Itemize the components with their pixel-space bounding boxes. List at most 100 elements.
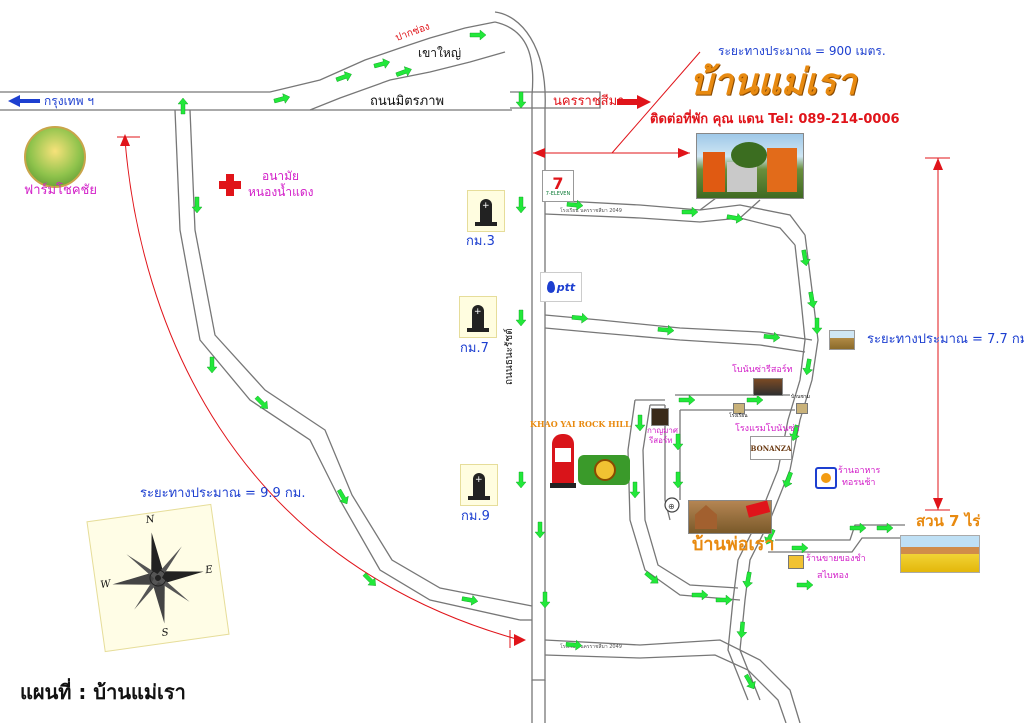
km-post-3-icon (467, 190, 505, 232)
road-label-thanarat: ถนนธนะรัชต์ (504, 328, 515, 385)
direction-arrow-icon (681, 206, 699, 218)
brand-contact: ติดต่อที่พัก คุณ แดน Tel: 089-214-0006 (650, 112, 900, 127)
direction-arrow-icon (742, 571, 754, 589)
rock-hill-mailbox-icon (550, 434, 576, 488)
direction-arrow-icon (177, 97, 189, 115)
road-lower (544, 639, 801, 723)
direction-arrow-icon (811, 317, 823, 335)
place-label-health1: อนามัย (262, 169, 300, 183)
direction-arrow-icon (336, 488, 349, 505)
place-label-baan-phor-rao: บ้านพ่อเรา (692, 534, 775, 555)
left-road-inner (189, 109, 533, 607)
place-label-kanyamas1: กาญมาศ (647, 426, 678, 435)
field-icon (829, 330, 855, 350)
rock-hill-snail-logo (578, 455, 630, 485)
place-label-restaurant2: ทอรนช้า (842, 478, 876, 488)
direction-arrow-icon (876, 522, 894, 534)
direction-arrow-icon (515, 196, 527, 214)
distance-900-label: ระยะทางประมาณ = 900 เมตร. (718, 44, 886, 58)
direction-arrow-icon (736, 621, 748, 639)
direction-arrow-icon (746, 394, 764, 406)
direction-arrow-icon (191, 196, 203, 214)
direction-arrow-icon (534, 521, 546, 539)
direction-arrow-icon (791, 542, 809, 554)
direction-arrow-icon (634, 414, 646, 432)
red-cross-icon (219, 174, 241, 196)
distance-99-label: ระยะทางประมาณ = 9.9 กม. (140, 486, 306, 501)
direction-arrow-icon (273, 93, 291, 104)
direction-arrow-icon (515, 471, 527, 489)
direction-arrow-icon (726, 212, 744, 224)
direction-arrow-icon (672, 433, 684, 451)
baan-mae-rao-photo (696, 133, 804, 199)
direction-arrow-icon (799, 249, 811, 267)
place-label-bonanza-resort: โบนันซ่ารีสอร์ท (732, 365, 793, 375)
compass-w: W (99, 578, 112, 592)
suan-7-rai-photo (900, 535, 980, 573)
place-label-rock-hill: KHAO YAI ROCK HILL (530, 419, 631, 429)
direction-arrow-icon (565, 639, 583, 651)
compass-rose-icon: N E S W (86, 503, 230, 653)
road-suan7rai (775, 524, 905, 541)
baan-phor-rao-photo (688, 500, 772, 534)
brand-logo: บ้านแม่เรา (690, 62, 857, 103)
direction-arrow-icon (373, 58, 391, 69)
restaurant-icon (815, 467, 837, 489)
highway-right-stub (510, 91, 601, 109)
compass-e: E (204, 564, 214, 577)
direction-arrow-icon (515, 91, 527, 109)
direction-arrow-icon (566, 199, 584, 211)
place-label-shop1: ร้านขายของชำ (806, 554, 866, 564)
place-label-bonanza-hotel: โรงแรมโบนันซ่า (735, 424, 800, 434)
left-road-outer (174, 109, 521, 621)
direction-arrow-icon (678, 394, 696, 406)
seven-eleven-icon: 7 7-ELEVEN (542, 170, 574, 202)
km-label-3: กม.3 (466, 234, 495, 249)
km-post-9-icon (460, 464, 498, 506)
direction-arrow-icon (206, 356, 218, 374)
road-loop-left (627, 399, 741, 601)
compass-n: N (145, 513, 156, 527)
map-title: แผนที่ : บ้านแม่เรา (20, 680, 186, 704)
arrow-to-nakhon-icon (617, 95, 651, 109)
direction-arrow-icon (335, 71, 352, 82)
road-label-nakhon-ratchasima: นครราชสีมา (553, 94, 625, 109)
place-label-tiny1: โรงเรียน (729, 413, 748, 419)
svg-text:โรงเรียน นครราชสีมา 2049: โรงเรียน นครราชสีมา 2049 (560, 643, 622, 650)
km-label-7: กม.7 (460, 341, 489, 356)
place-label-health2: หนองน้ำแดง (248, 185, 314, 199)
direction-arrow-icon (644, 571, 659, 584)
direction-arrow-icon (515, 309, 527, 327)
direction-arrow-icon (254, 395, 268, 409)
svg-text:⊕: ⊕ (668, 502, 675, 511)
direction-arrow-icon (469, 29, 487, 41)
grocery-shop-icon (788, 555, 804, 569)
direction-arrow-icon (395, 66, 412, 77)
direction-arrow-icon (796, 579, 814, 591)
small-house-icon (796, 403, 808, 414)
direction-arrow-icon (743, 673, 756, 690)
farm-chokchai-badge (24, 126, 86, 188)
kanyamas-resort-icon (651, 408, 669, 426)
place-label-tiny2: บ้านชาม (791, 394, 810, 400)
direction-arrow-icon (763, 331, 781, 343)
bonanza-resort-icon (753, 378, 783, 396)
direction-arrow-icon (629, 481, 641, 499)
distance-curve-99 (124, 139, 521, 641)
direction-arrow-icon (362, 572, 376, 586)
direction-arrow-icon (672, 471, 684, 489)
direction-arrow-icon (715, 594, 733, 606)
compass-s: S (160, 627, 170, 639)
place-label-restaurant1: ร้านอาหาร (838, 466, 881, 476)
direction-arrow-icon (802, 358, 814, 376)
bonanza-logo: BONANZA (750, 436, 792, 460)
direction-arrow-icon (691, 589, 709, 601)
ptt-logo-icon: ptt (540, 272, 582, 302)
small-school-icon (733, 403, 745, 414)
highway-upper-left (0, 21, 496, 93)
direction-arrow-icon (571, 312, 589, 324)
place-label-kanyamas2: รีสอร์ท (649, 436, 673, 445)
direction-arrow-icon (657, 324, 675, 336)
km-post-7-icon (459, 296, 497, 338)
